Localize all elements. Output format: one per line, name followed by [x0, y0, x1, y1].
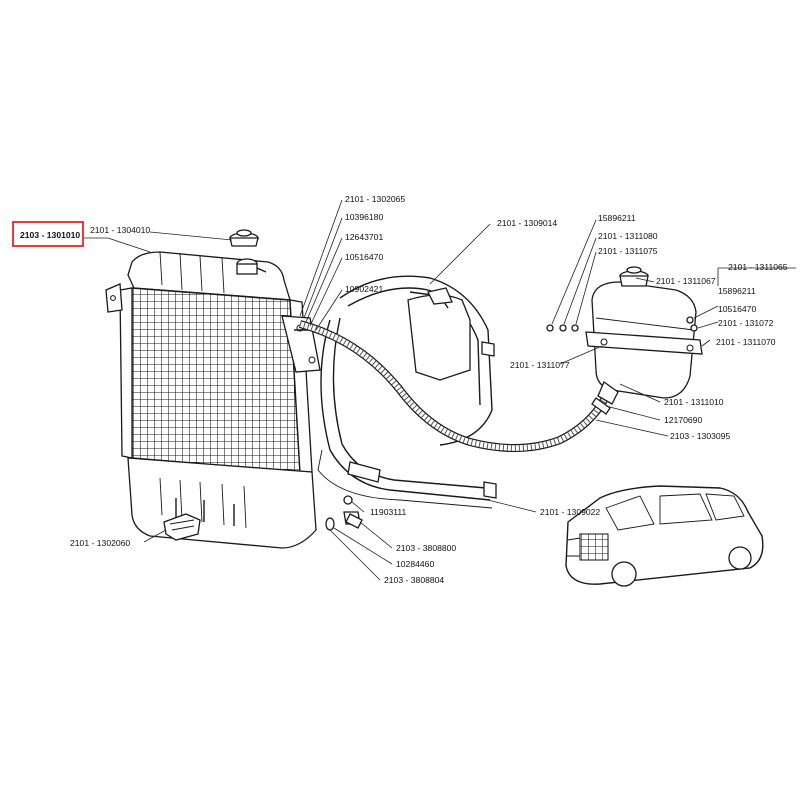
label-2101-1311070[interactable]: 2101 - 1311070	[716, 337, 776, 347]
label-2101-1311077[interactable]: 2101 - 1311077	[510, 360, 570, 370]
label-tank-cap[interactable]: 2101 - 1311067	[656, 276, 716, 286]
car-locator-icon	[565, 485, 764, 587]
label-shroud[interactable]: 2101 - 1309014	[497, 218, 557, 228]
label-2103-1303095[interactable]: 2103 - 1303095	[670, 431, 730, 441]
drain-plug-parts[interactable]	[325, 495, 363, 531]
label-2101-1311010[interactable]: 2101 - 1311010	[664, 397, 724, 407]
label-radiator-cap[interactable]: 2101 - 1304010	[90, 225, 150, 235]
label-2101-1302060[interactable]: 2101 - 1302060	[70, 538, 130, 548]
label-10516470-a[interactable]: 10516470	[345, 252, 383, 262]
label-15896211-a[interactable]: 15896211	[598, 213, 636, 223]
radiator-cap-icon[interactable]	[229, 229, 259, 247]
label-10516470-b[interactable]: 10516470	[718, 304, 756, 314]
label-2103-3808800[interactable]: 2103 - 3808800	[396, 543, 456, 553]
fan-shroud[interactable]	[317, 275, 497, 509]
label-bracket-top[interactable]: 2101 - 1302065	[345, 194, 405, 204]
label-10902421[interactable]: 10902421	[345, 284, 383, 294]
label-2101-131072[interactable]: 2101 - 131072	[718, 318, 774, 328]
overflow-hose[interactable]	[298, 320, 608, 452]
mounting-pad[interactable]	[163, 513, 201, 541]
label-2101-1311080[interactable]: 2101 - 1311080	[598, 231, 658, 241]
label-12170690[interactable]: 12170690	[664, 415, 702, 425]
leader-lines	[84, 199, 796, 581]
tank-fasteners	[546, 316, 698, 332]
label-10396180[interactable]: 10396180	[345, 212, 383, 222]
part-labels: 2103 - 1301010 2101 - 1304010 2101 - 130…	[20, 194, 788, 585]
label-10284460[interactable]: 10284460	[396, 559, 434, 569]
selected-part-highlight[interactable]	[12, 221, 84, 247]
label-12643701[interactable]: 12643701	[345, 232, 383, 242]
label-15896211-b[interactable]: 15896211	[718, 286, 756, 296]
filler-neck	[236, 258, 267, 275]
label-11903111[interactable]: 11903111	[370, 507, 407, 517]
label-2101-1309022[interactable]: 2101 - 1309022	[540, 507, 600, 517]
label-2103-3808804[interactable]: 2103 - 3808804	[384, 575, 444, 585]
radiator[interactable]	[105, 251, 321, 549]
label-radiator-main[interactable]: 2103 - 1301010	[20, 230, 80, 240]
label-2101-1311075[interactable]: 2101 - 1311075	[598, 246, 658, 256]
tank-cap-icon[interactable]	[619, 266, 649, 287]
label-tank-group[interactable]: 2101 - 1311065	[728, 262, 788, 272]
expansion-tank[interactable]	[585, 281, 703, 415]
